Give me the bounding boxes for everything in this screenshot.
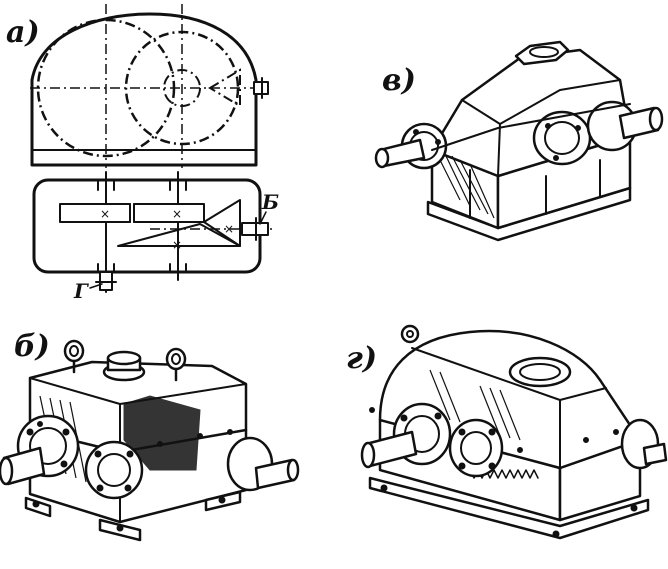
panel-g-label: г) — [346, 341, 377, 376]
callout-b: Б — [261, 190, 279, 214]
svg-text:×: × — [172, 207, 182, 221]
svg-text:×: × — [224, 222, 234, 236]
panel-b-label: б) — [14, 329, 50, 364]
callout-g: Г — [73, 279, 89, 303]
panel-v-label: в) — [382, 63, 416, 98]
svg-text:×: × — [172, 238, 182, 252]
panel-v-gearbox: в) — [374, 40, 664, 242]
schematic-housing-plan-view: × × × × Б Г — [32, 171, 279, 303]
panel-b-gearbox: б) — [0, 329, 300, 542]
panel-g-gearbox: г) — [346, 324, 668, 540]
panel-a-schematic: а) — [6, 4, 279, 303]
schematic-housing-front-view — [30, 4, 269, 168]
panel-a-label: а) — [6, 15, 40, 50]
svg-text:×: × — [100, 207, 110, 221]
